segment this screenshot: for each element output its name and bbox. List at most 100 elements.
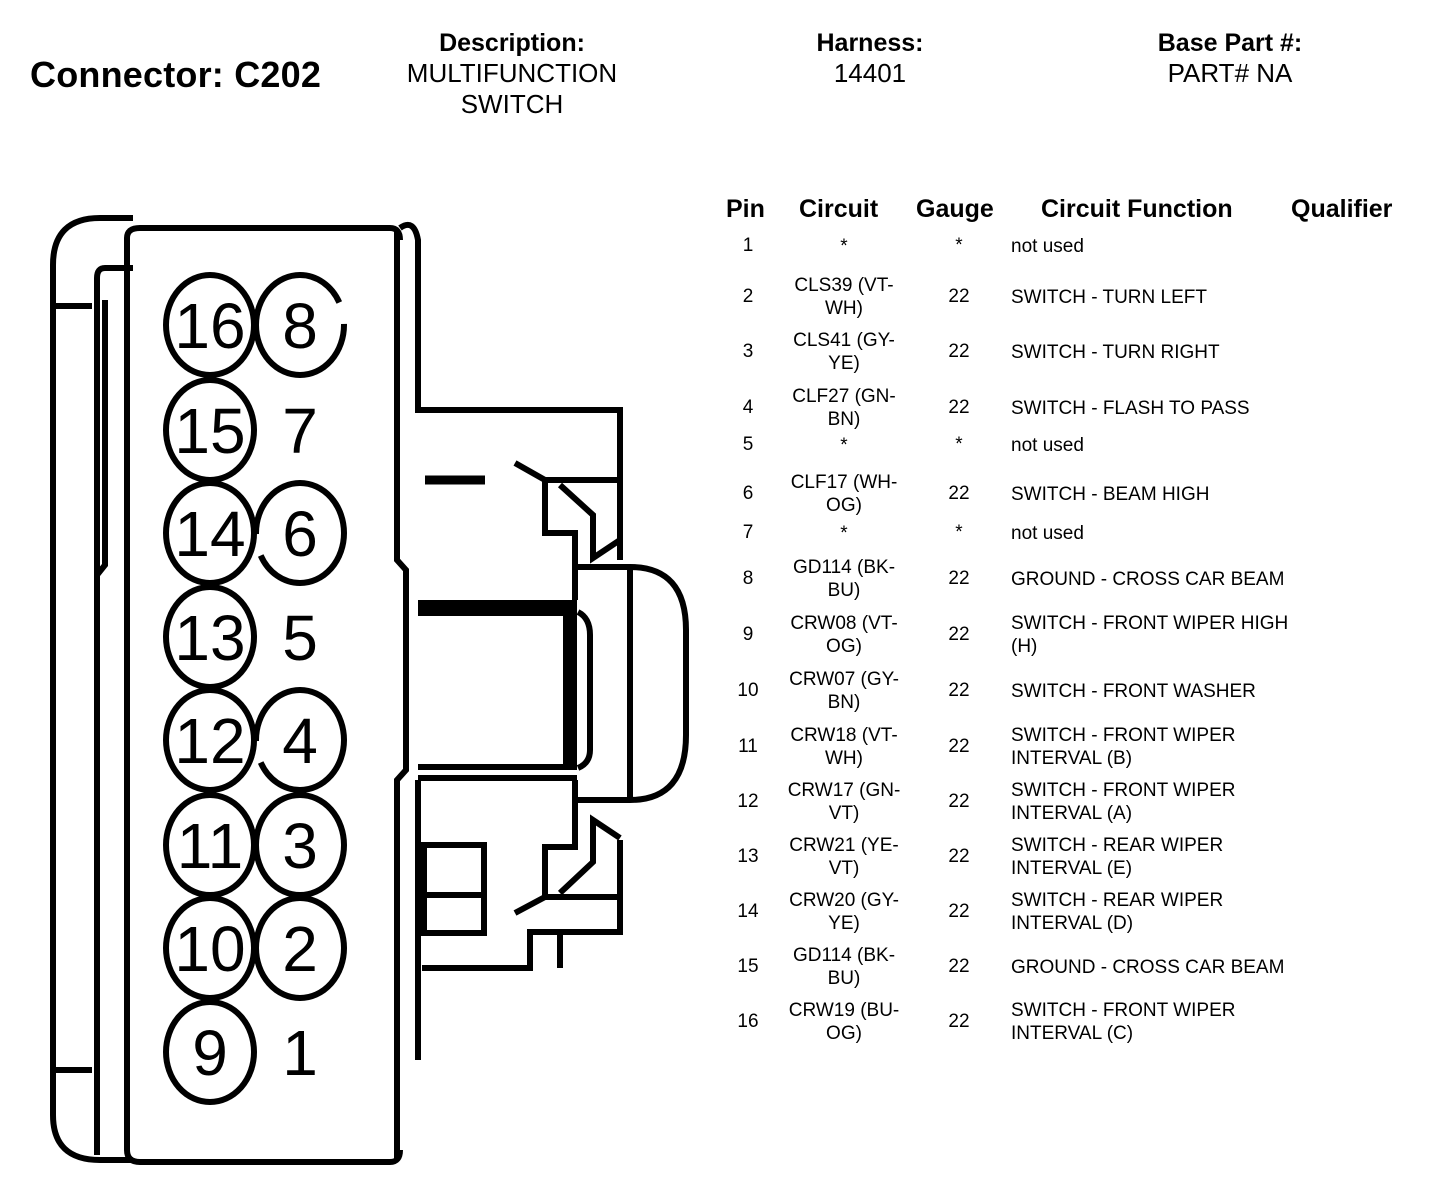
cavity-label: 15 — [174, 395, 245, 467]
function-cell-text: SWITCH - TURN LEFT — [1011, 286, 1207, 308]
function-cell: SWITCH - TURN RIGHT — [1011, 326, 1311, 378]
gauge-cell-text: 22 — [948, 736, 970, 757]
cavity-label: 2 — [282, 913, 318, 985]
pin-cell-text: 3 — [742, 341, 754, 362]
cavity-circle-pin-8 — [253, 272, 347, 378]
pin-cell-text: 2 — [742, 286, 754, 307]
function-cell-text: GROUND - CROSS CAR BEAM — [1011, 956, 1285, 978]
pin-cell: 9 — [716, 609, 780, 661]
latch-lower-diag — [557, 814, 622, 896]
cavity-label: 8 — [282, 290, 318, 362]
qualifier-cell — [1296, 432, 1436, 458]
qualifier-cell — [1296, 886, 1436, 938]
function-cell: SWITCH - FRONT WIPER INTERVAL (A) — [1011, 776, 1311, 828]
cavity-label: 16 — [174, 290, 245, 362]
cavity-circle-pin-9 — [163, 999, 257, 1105]
pin-cell: 12 — [716, 776, 780, 828]
cavity-label: 6 — [282, 498, 318, 570]
gauge-cell-text: 22 — [948, 680, 970, 701]
function-cell: not used — [1011, 231, 1311, 261]
qualifier-cell — [1296, 665, 1436, 717]
pin-cell-text: 11 — [738, 736, 758, 757]
column-header-gauge: Gauge — [916, 195, 994, 223]
circuit-cell-text: GD114 (BK-BU) — [792, 945, 896, 989]
harness-label: Harness: — [816, 29, 924, 57]
base-part-value: PART# NA — [1167, 58, 1293, 88]
base-part-block: Base Part #: PART# NA — [1110, 28, 1350, 89]
lower-tab — [527, 932, 563, 968]
table-row: 5**not used — [716, 432, 1436, 458]
gauge-cell: 22 — [919, 382, 999, 434]
qualifier-cell — [1296, 326, 1436, 378]
circuit-cell: CRW08 (VT-OG) — [784, 609, 904, 661]
table-row: 2 CLS39 (VT-WH) 22 SWITCH - TURN LEFT — [716, 271, 1436, 323]
pin-cell-text: 10 — [737, 680, 759, 701]
cavity-label: 1 — [282, 1017, 318, 1089]
function-cell: SWITCH - TURN LEFT — [1011, 271, 1311, 323]
qualifier-cell — [1296, 271, 1436, 323]
cavity-label: 11 — [177, 810, 243, 882]
function-cell: SWITCH - BEAM HIGH — [1011, 468, 1311, 520]
cavity-circle-pin-4 — [253, 687, 347, 793]
function-cell-text: SWITCH - REAR WIPER INTERVAL (D) — [1011, 890, 1224, 934]
function-cell: SWITCH - REAR WIPER INTERVAL (E) — [1011, 831, 1311, 883]
qualifier-cell — [1296, 231, 1436, 261]
function-cell-text: not used — [1011, 522, 1084, 544]
pin-cell: 16 — [716, 996, 780, 1048]
pin-cell: 6 — [716, 468, 780, 520]
cavity-label: 9 — [192, 1017, 228, 1089]
gauge-cell: 22 — [919, 326, 999, 378]
pin-cell: 3 — [716, 326, 780, 378]
circuit-cell-text: * — [840, 434, 848, 456]
circuit-cell-text: CRW21 (YE-VT) — [789, 835, 899, 879]
circuit-cell-text: CLS39 (VT-WH) — [794, 275, 894, 319]
circuit-cell: CRW20 (GY-YE) — [784, 886, 904, 938]
qualifier-cell — [1296, 996, 1436, 1048]
function-cell: SWITCH - FRONT WIPER HIGH (H) — [1011, 609, 1311, 661]
gauge-cell-text: 22 — [948, 341, 970, 362]
pin-cell-text: 1 — [742, 235, 754, 256]
gauge-cell: 22 — [919, 721, 999, 773]
pin-cell-text: 4 — [742, 397, 754, 418]
function-cell-text: SWITCH - BEAM HIGH — [1011, 483, 1210, 505]
qualifier-cell — [1296, 609, 1436, 661]
gauge-cell-text: * — [955, 522, 963, 543]
function-cell-text: SWITCH - FRONT WIPER INTERVAL (A) — [1011, 780, 1236, 824]
circuit-cell-text: CRW19 (BU-OG) — [788, 1000, 900, 1044]
circuit-cell: CRW19 (BU-OG) — [784, 996, 904, 1048]
pin-cell: 15 — [716, 941, 780, 993]
latch-upper-step — [542, 480, 578, 600]
function-cell-text: not used — [1011, 235, 1084, 257]
pin-cell-text: 9 — [742, 624, 754, 645]
latch-lower-step — [542, 780, 578, 897]
circuit-cell-text: CLF27 (GN-BN) — [792, 386, 896, 430]
slot-bracket — [576, 609, 593, 771]
column-header-pin: Pin — [726, 195, 765, 223]
gauge-cell-text: 22 — [948, 286, 970, 307]
pin-cell: 11 — [716, 721, 780, 773]
gauge-cell: * — [919, 432, 999, 458]
latch-upper-diag — [557, 482, 622, 564]
body-bottom — [124, 1149, 403, 1165]
qualifier-cell — [1296, 941, 1436, 993]
body-right-wall-top — [394, 230, 409, 1160]
gauge-cell-text: 22 — [948, 624, 970, 645]
function-cell: not used — [1011, 520, 1311, 546]
function-cell: GROUND - CROSS CAR BEAM — [1011, 553, 1311, 605]
gauge-cell: 22 — [919, 609, 999, 661]
gauge-cell-text: 22 — [948, 901, 970, 922]
pin-cell: 14 — [716, 886, 780, 938]
gauge-cell: 22 — [919, 941, 999, 993]
qualifier-cell — [1296, 776, 1436, 828]
function-cell: SWITCH - FLASH TO PASS — [1011, 382, 1311, 434]
circuit-cell: CRW18 (VT-WH) — [784, 721, 904, 773]
gauge-cell-text: 22 — [948, 483, 970, 504]
cavity-label: 5 — [282, 602, 318, 674]
qualifier-cell — [1296, 721, 1436, 773]
gauge-cell: 22 — [919, 996, 999, 1048]
gauge-cell: 22 — [919, 776, 999, 828]
